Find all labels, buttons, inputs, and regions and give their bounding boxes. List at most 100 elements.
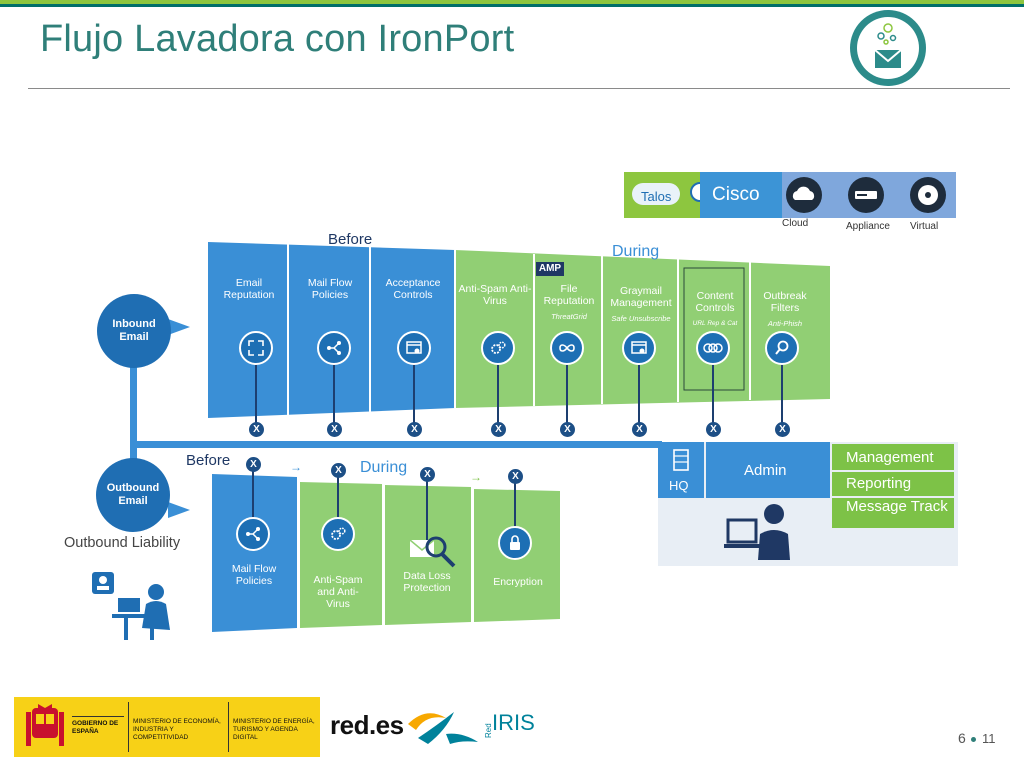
block-x-icon: X xyxy=(327,422,342,437)
arrow-icon: → xyxy=(470,470,482,484)
inbound-during-label: During xyxy=(612,243,660,260)
lock-icon xyxy=(498,526,532,560)
iris-text: IRIS xyxy=(492,710,535,735)
stage-mail-flow-policies: Mail Flow Policies xyxy=(290,275,370,301)
stage-label: Email Reputation xyxy=(223,277,275,301)
appliance-label: Appliance xyxy=(846,221,890,232)
coat-of-arms-icon xyxy=(26,704,64,746)
block-x-icon: X xyxy=(508,469,523,484)
admin-user-icon xyxy=(724,504,790,560)
deployment-options: Talos Cisco xyxy=(624,172,956,218)
admin-label: Admin xyxy=(744,462,787,479)
management-item: Management xyxy=(832,444,954,470)
stage-acceptance-controls: Acceptance Controls xyxy=(372,275,454,301)
inbound-email-node: Inbound Email xyxy=(97,294,171,368)
expand-icon xyxy=(239,331,273,365)
inbound-before-label: Before xyxy=(328,231,373,248)
stage-label: Mail Flow Policies xyxy=(307,277,353,301)
amp-badge: AMP xyxy=(536,262,564,276)
outbound-email-node: Outbound Email xyxy=(96,458,170,532)
hq-label: HQ xyxy=(669,478,689,493)
stage-label: Encryption xyxy=(493,576,543,588)
stage-label: Anti-Spam and Anti-Virus xyxy=(313,574,363,610)
magnifier-icon xyxy=(765,331,799,365)
talos-label: Talos xyxy=(641,189,672,204)
block-x-icon: X xyxy=(491,422,506,437)
stage-label: Outbreak Filters xyxy=(763,290,807,314)
stage-content-controls: Content Controls URL Rep & Cat xyxy=(680,288,750,330)
stage-graymail: Graymail Management Safe Unsubscribe xyxy=(604,283,678,325)
block-x-icon: X xyxy=(632,422,647,437)
block-x-icon: X xyxy=(407,422,422,437)
page-dot xyxy=(971,737,976,742)
slide-number-page: 11 xyxy=(982,731,996,746)
block-x-icon: X xyxy=(775,422,790,437)
redes-logo: red.es xyxy=(330,710,404,740)
email-security-logo-icon xyxy=(850,10,926,86)
stage-sub: Anti-Phish xyxy=(767,319,803,328)
stage-sub: Safe Unsubscribe xyxy=(611,314,671,323)
rediris-logo-icon xyxy=(408,712,478,744)
outbound-during-label: During xyxy=(360,459,408,476)
block-x-icon: X xyxy=(249,422,264,437)
block-x-icon: X xyxy=(420,467,435,482)
slide-title: Flujo Lavadora con IronPort xyxy=(40,18,515,60)
government-logo-panel xyxy=(14,697,320,757)
person-desk-icon xyxy=(92,572,170,640)
top-accent-bar-dark xyxy=(0,4,1024,7)
out-stage-mail-flow: Mail Flow Policies xyxy=(214,561,294,587)
cisco-panel: Cisco xyxy=(700,172,782,218)
admin-tile: Admin xyxy=(706,442,830,498)
out-stage-encryption: Encryption xyxy=(478,574,558,588)
flow-icon xyxy=(317,331,351,365)
block-x-icon: X xyxy=(560,422,575,437)
gobierno-text: GOBIERNO DE ESPAÑA xyxy=(72,720,119,735)
virtual-disc-icon xyxy=(908,176,948,214)
stage-label: Acceptance Controls xyxy=(385,277,441,301)
stage-email-reputation: Email Reputation xyxy=(210,275,288,301)
hq-tile: HQ xyxy=(658,442,704,498)
cloud-label: Cloud xyxy=(782,218,809,229)
stage-label: Mail Flow Policies xyxy=(231,563,277,587)
block-x-icon: X xyxy=(246,457,261,472)
building-icon xyxy=(673,449,689,471)
stage-label: Graymail Management xyxy=(610,285,672,309)
slide-number-section: 6 xyxy=(958,730,966,746)
gears-icon xyxy=(321,517,355,551)
flow-icon xyxy=(236,517,270,551)
infinity-icon xyxy=(550,331,584,365)
stage-label: Anti-Spam Anti-Virus xyxy=(458,283,532,307)
virtual-label: Virtual xyxy=(910,221,939,232)
envelope-magnifier-icon xyxy=(408,534,460,570)
stage-sub: ThreatGrid xyxy=(551,312,587,321)
out-stage-dlp: Data Loss Protection xyxy=(390,568,464,594)
rings-icon xyxy=(696,331,730,365)
ministerio-economia-text: MINISTERIO DE ECONOMÍA, INDUSTRIA Y COMP… xyxy=(133,718,221,741)
stage-sub: URL Rep & Cat xyxy=(692,320,738,327)
gears-icon xyxy=(481,331,515,365)
window-gear-icon xyxy=(622,331,656,365)
cisco-label: Cisco xyxy=(712,184,760,205)
stage-anti-spam: Anti-Spam Anti-Virus xyxy=(458,281,532,307)
stage-file-reputation: File Reputation ThreatGrid xyxy=(536,281,602,323)
reporting-item: Reporting xyxy=(832,472,954,496)
stage-outbreak-filters: Outbreak Filters Anti-Phish xyxy=(752,288,818,330)
appliance-icon xyxy=(846,176,886,214)
outbound-liability-label: Outbound Liability xyxy=(64,535,181,551)
outbound-before-label: Before xyxy=(186,452,231,469)
stage-label: Content Controls xyxy=(695,290,735,314)
stage-label: File Reputation xyxy=(543,283,595,307)
arrow-icon: → xyxy=(290,460,302,474)
title-divider xyxy=(28,88,1010,89)
stage-label: Data Loss Protection xyxy=(403,570,451,594)
out-stage-anti-spam: Anti-Spam and Anti-Virus xyxy=(304,572,372,610)
admin-panel: HQ Admin Management Reporting Message Tr… xyxy=(658,442,958,566)
top-accent-bar xyxy=(0,0,1024,4)
window-gear-icon xyxy=(397,331,431,365)
ministerio-energia-text: MINISTERIO DE ENERGÍA, TURISMO Y AGENDA … xyxy=(233,718,315,741)
cloud-icon xyxy=(784,176,824,214)
block-x-icon: X xyxy=(331,463,346,478)
talos-panel: Talos xyxy=(624,172,700,218)
